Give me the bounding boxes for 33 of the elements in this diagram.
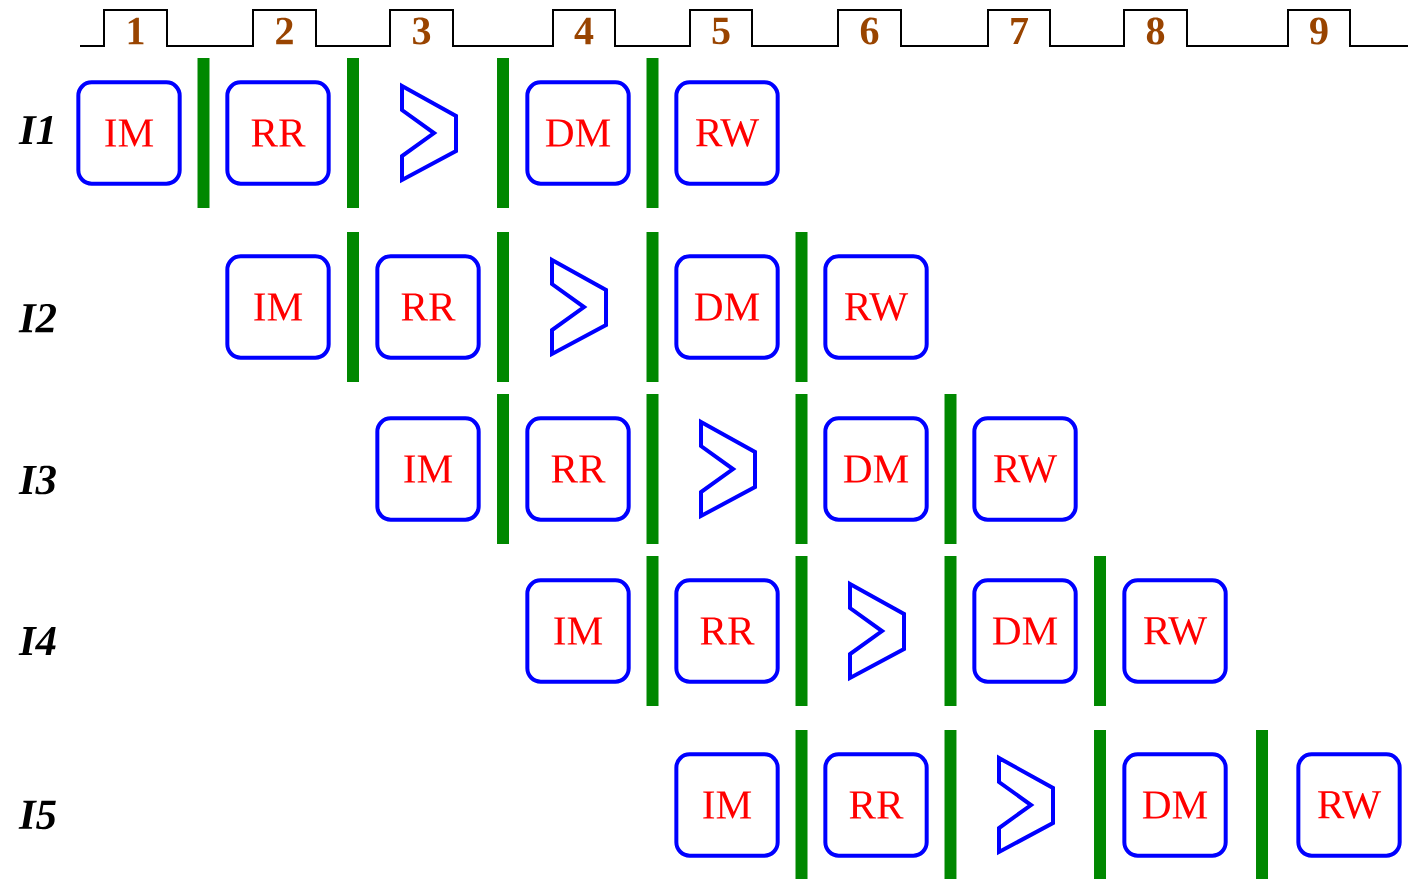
clock-cycle-number: 4	[574, 17, 594, 45]
instruction-label: I3	[18, 465, 56, 495]
instruction-label: I2	[18, 303, 56, 333]
stage-box: IM	[375, 416, 481, 522]
clock-cycle-number: 3	[413, 17, 431, 45]
clock-cycle-number: 5	[712, 17, 730, 45]
clock-cycle-number: 8	[1146, 17, 1165, 45]
clock-cycle-number: 2	[276, 17, 293, 45]
stage-box: RR	[823, 752, 929, 858]
stage-box: IM	[225, 254, 331, 360]
stage-box: RW	[1122, 578, 1228, 684]
clock-cycle-number: 1	[128, 17, 144, 45]
clock-cycle-number: 6	[860, 17, 879, 45]
stage-box: RR	[674, 578, 780, 684]
clock-cycle-number: 9	[1310, 17, 1328, 45]
clock-cycle-number: 7	[1011, 17, 1029, 45]
stage-box: RW	[674, 80, 780, 186]
stage-box: RW	[972, 416, 1078, 522]
stage-box: DM	[674, 254, 780, 360]
stage-box: DM	[972, 578, 1078, 684]
stage-box: RR	[375, 254, 481, 360]
instruction-label: I5	[18, 800, 56, 830]
stage-box: IM	[674, 752, 780, 858]
stage-box: DM	[525, 80, 631, 186]
instruction-label: I4	[18, 626, 56, 656]
stage-box: RW	[823, 254, 929, 360]
stage-box: RW	[1296, 752, 1402, 858]
stage-box: RR	[525, 416, 631, 522]
stage-box: DM	[823, 416, 929, 522]
stage-box: DM	[1122, 752, 1228, 858]
stage-box: IM	[76, 80, 182, 186]
stage-box: IM	[525, 578, 631, 684]
stage-box: RR	[225, 80, 331, 186]
